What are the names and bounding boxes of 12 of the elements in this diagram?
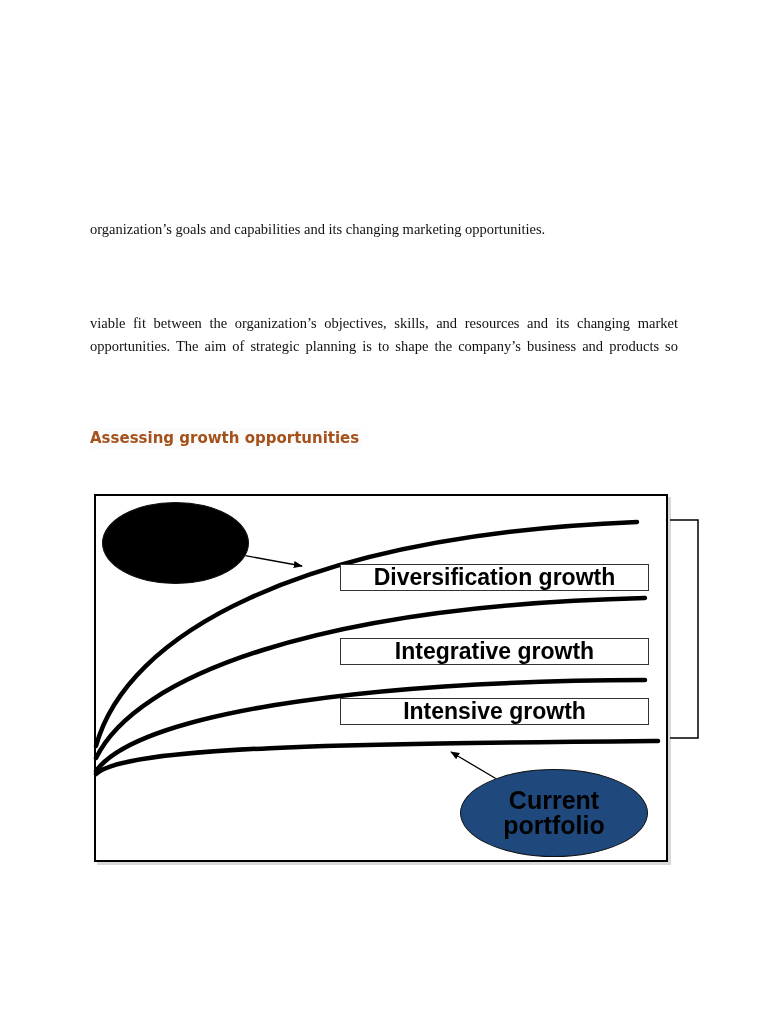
leader-arrow — [244, 555, 303, 569]
label-text: Diversification growth — [373, 564, 616, 591]
label-text: Current portfolio — [502, 788, 606, 838]
label-text: Integrative growth — [394, 638, 595, 665]
paragraph: organization’s goals and capabilities and its changing marketing opportunities. — [90, 220, 547, 239]
paragraph: viable fit between the organization’s objectives, skills, and resources and its changing market opportunities. The aim of strategic planning is to shape the company’s business and products so — [90, 314, 678, 356]
growth-label — [340, 638, 649, 665]
section-heading: Assessing growth opportunities — [90, 428, 362, 449]
growth-label — [340, 564, 649, 591]
leader-arrow — [450, 751, 497, 780]
label-text: Intensive growth — [403, 698, 586, 725]
growth-label — [340, 698, 649, 725]
